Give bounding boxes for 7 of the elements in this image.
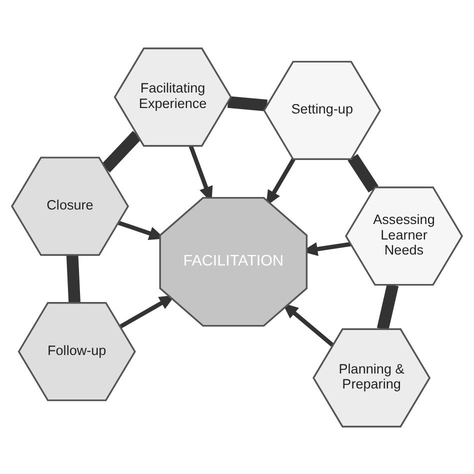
arrow	[266, 158, 296, 206]
connector	[101, 130, 142, 172]
connector	[66, 254, 80, 302]
connector	[348, 154, 378, 192]
connector	[376, 283, 399, 330]
connector	[228, 96, 268, 111]
arrow	[282, 302, 334, 346]
